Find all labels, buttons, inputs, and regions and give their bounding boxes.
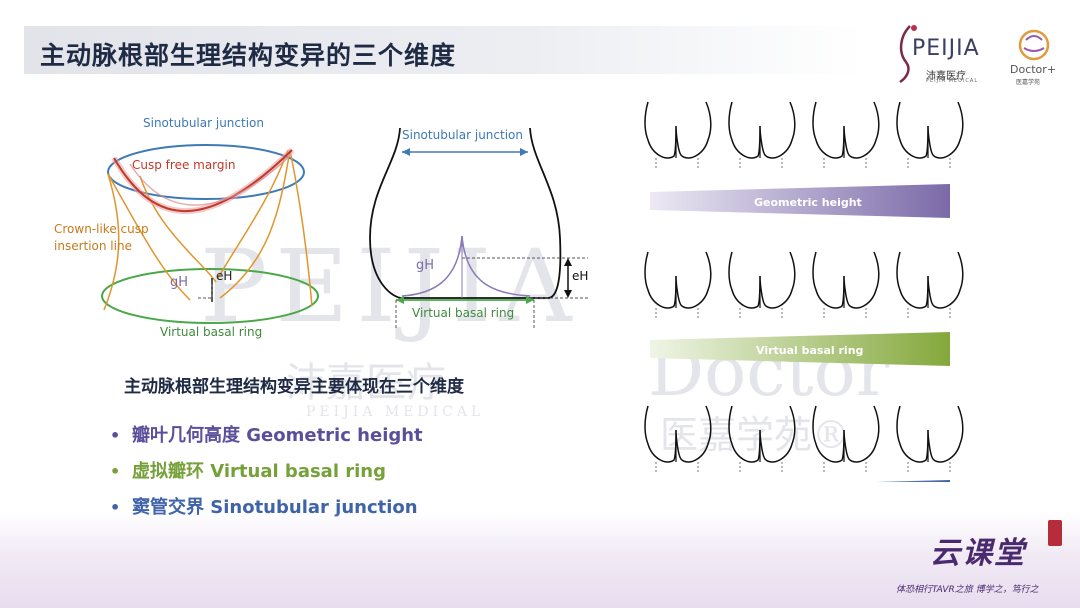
seal-stamp [1048,520,1062,546]
bar-sinotubular [875,480,950,482]
peijia-logo: PEIJIA 沛嘉医疗 PEIJIA MEDICAL [892,22,998,84]
brain-icon [1018,29,1050,61]
bullet-text: 瓣叶几何高度 Geometric height [132,425,423,446]
watermark-peijia-medical: PEIJIA MEDICAL [306,404,485,420]
footer-slogan: 体恐相行TAVR之旅 博学之，笃行之 [896,585,1039,595]
subtitle: 主动脉根部生理结构变异主要体现在三个维度 [124,377,464,397]
watermark-peijia: PEIJIA [200,228,580,345]
root-shape [812,101,880,169]
root-shape [896,251,964,319]
root-shape-grid [644,101,964,482]
basal-ring-ellipse [101,268,319,324]
row-basal-ring [644,251,964,319]
root-shape [644,251,712,319]
bar-label-geometric-height: Geometric height [754,196,862,209]
bullet-geometric-height: • 瓣叶几何高度 Geometric height [110,421,423,447]
footer-band [0,512,1080,608]
eh-guide [198,284,213,299]
page-title: 主动脉根部生理结构变异的三个维度 [40,41,457,70]
root-shape [896,101,964,169]
right-cusp [461,235,531,297]
peijia-wordmark: PEIJIA [912,36,980,61]
title-band [24,26,864,74]
crown-lines [103,149,313,311]
bar-label-sinotubular: Sinotubular junction [746,491,873,504]
row-sinotubular [644,405,964,473]
bullet-text: 虚拟瓣环 Virtual basal ring [132,461,387,482]
left-sinotubular-label: Sinotubular junction [143,116,264,130]
root-outline [369,127,562,299]
row-geometric-height [644,101,964,169]
left-cusp [401,235,463,297]
root-shape [728,405,796,473]
bar-label-basal-ring: Virtual basal ring [756,344,864,357]
peijia-cn: 沛嘉医疗 [926,71,966,82]
bullet-basal-ring: • 虚拟瓣环 Virtual basal ring [110,457,386,483]
left-crown-label-2: insertion line [54,239,132,253]
doctor-logo: Doctor+ 医嘉学苑 [1008,26,1064,86]
left-gh-label: gH [170,275,189,290]
bar-geometric-height [650,184,950,218]
root-shape [896,405,964,473]
left-eh-label: eH [216,269,233,283]
aortic-root-2d-diagram [369,127,588,328]
aortic-root-3d-diagram [101,144,319,324]
watermark-peijia-cn: 沛嘉医疗 [286,360,446,406]
root-shape [728,251,796,319]
cusp-margins [111,147,295,214]
doctor-cn: 医嘉学苑 [1016,79,1041,86]
root-shape [812,251,880,319]
mid-sinotubular-label: Sinotubular junction [402,128,523,142]
root-shape [644,405,712,473]
mid-eh-label: eH [572,269,589,283]
mid-gh-label: gH [416,258,435,273]
left-crown-label-1: Crown-like cusp [54,222,149,236]
root-shape [812,405,880,473]
root-shape [728,101,796,169]
left-basal-label: Virtual basal ring [160,325,263,339]
peijia-sub: PEIJIA MEDICAL [926,78,979,84]
peijia-mark-icon [899,25,917,84]
root-shape [644,101,712,169]
mid-basal-label: Virtual basal ring [412,306,515,320]
doctor-wordmark: Doctor+ [1010,63,1057,76]
bar-basal-ring [650,332,950,366]
bullet-dot: • [110,426,121,445]
bullet-dot: • [110,462,121,481]
sinotubular-ellipse [107,144,305,200]
brand-logo: 云课堂 [930,536,1026,571]
bullet-dot: • [110,498,121,517]
left-cusp-margin-label: Cusp free margin [132,158,236,172]
